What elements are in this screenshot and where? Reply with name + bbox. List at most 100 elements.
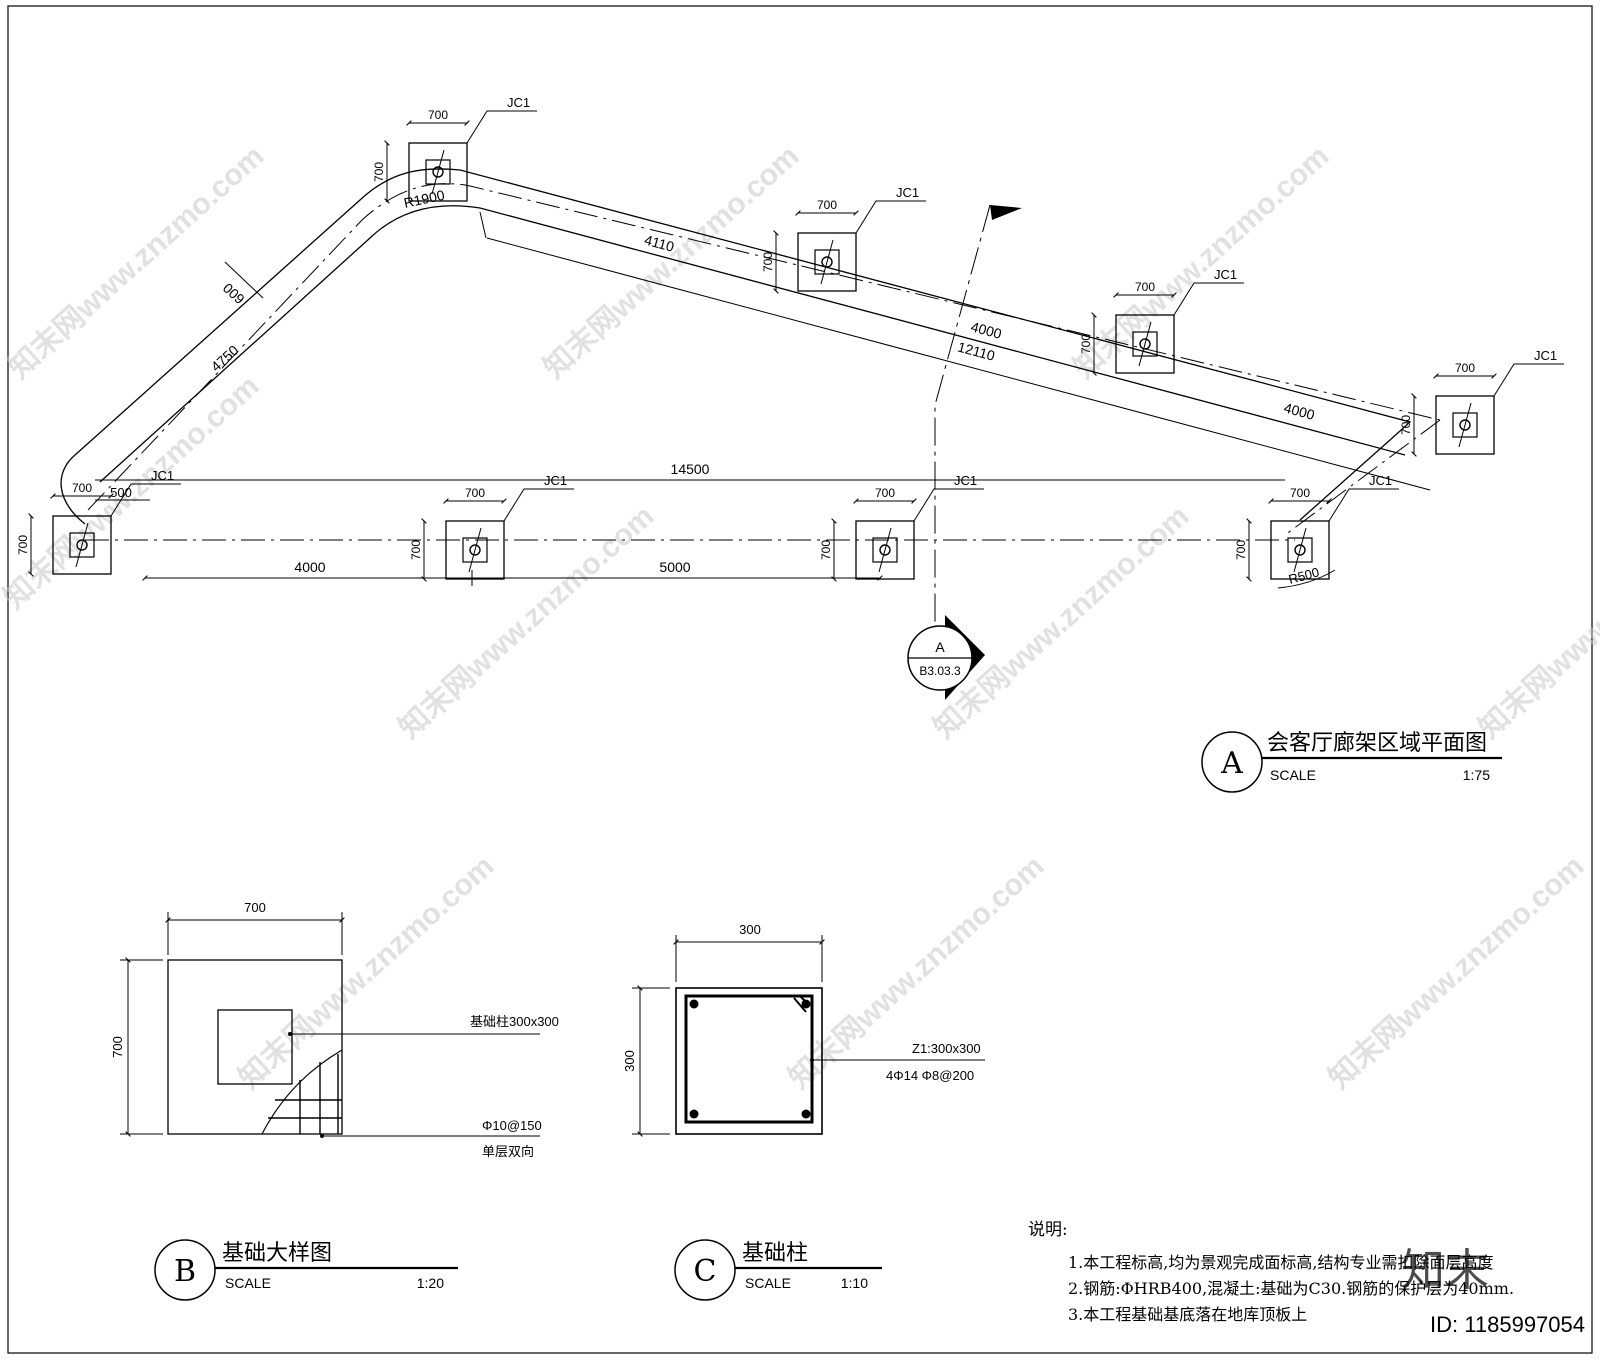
footing-dim-h: 700	[409, 540, 423, 560]
footing-tag: JC1	[896, 185, 919, 200]
footing-dim-w: 700	[1455, 361, 1475, 375]
footing-tag: JC1	[954, 473, 977, 488]
footing-dim-h: 700	[1234, 540, 1248, 560]
watermark-text: 知末网www.znzmo.com	[233, 849, 501, 1095]
footing-dim-h: 700	[819, 540, 833, 560]
footing-dim-w: 700	[428, 108, 448, 122]
watermarks: 知末网www.znzmo.com 知末网www.znzmo.com 知末网www…	[0, 139, 1600, 1095]
dim-4110: 4110	[643, 232, 676, 255]
footing-dim-h: 700	[372, 162, 386, 182]
footing-dim-w: 700	[465, 486, 485, 500]
dim-ext	[479, 211, 487, 239]
plan-scale-label: SCALE	[1270, 767, 1316, 783]
detail-b-dim-w: 700	[244, 900, 266, 915]
detail-c-dim-w: 300	[739, 922, 761, 937]
footing-jc1: 700 700 JC1	[1234, 473, 1399, 582]
detail-c-title: 基础柱	[742, 1241, 808, 1266]
column-outline	[217, 1009, 293, 1085]
plan-title-block: A 会客厅廊架区域平面图 SCALE 1:75	[1201, 731, 1502, 793]
detail-b-scale: 1:20	[417, 1275, 444, 1291]
section-ref: B3.03.3	[919, 664, 961, 678]
footing-dim-w: 700	[817, 198, 837, 212]
plan-title: 会客厅廊架区域平面图	[1267, 731, 1487, 756]
footing-dim-w: 700	[1290, 486, 1310, 500]
detail-c: 300 300 Z1:300x300 4Φ14 Φ8@200 C 基础柱 SCA…	[622, 922, 985, 1301]
beam-inner-line	[99, 205, 1406, 483]
detail-b-letter: B	[174, 1254, 196, 1289]
detail-b-dim-h: 700	[110, 1036, 125, 1058]
detail-c-scale-label: SCALE	[745, 1275, 791, 1291]
sheet-border	[7, 5, 1593, 1354]
watermark-text: 知末网www.znzmo.com	[1323, 849, 1591, 1095]
footing-dim-w: 700	[72, 481, 92, 495]
footing-tag: JC1	[1534, 348, 1557, 363]
footing-jc1: 700 700 JC1	[1399, 348, 1564, 457]
footing-tag: JC1	[151, 468, 174, 483]
detail-b-title: 基础大样图	[222, 1241, 332, 1266]
dim-600: 600	[219, 280, 247, 308]
detail-c-col-label: Z1:300x300	[912, 1041, 981, 1056]
detail-c-dim-h: 300	[622, 1050, 637, 1072]
footing-tag: JC1	[1369, 473, 1392, 488]
watermark-id: ID: 1185997054	[1430, 1312, 1585, 1337]
dim-500: 500	[110, 485, 132, 500]
watermark-text: 知末网www.znzmo.com	[393, 499, 661, 745]
detail-b-rebar-note: 单层双向	[482, 1144, 534, 1159]
dim-line-12110	[486, 237, 1431, 491]
radius-arc	[1277, 569, 1336, 589]
section-cut-flag	[990, 205, 1022, 220]
main-bars	[689, 999, 811, 1119]
dim-4000-diag-1: 4000	[969, 318, 1003, 342]
footing-dim-w: 700	[1135, 280, 1155, 294]
notes-heading: 说明:	[1028, 1220, 1068, 1240]
detail-b-column-label: 基础柱300x300	[470, 1014, 559, 1029]
footing-dim-h: 700	[1079, 334, 1093, 354]
stirrup-hook	[793, 995, 811, 1013]
note-item: 2.钢筋:ΦHRB400,混凝土:基础为C30.钢筋的保护层为40mm.	[1068, 1279, 1514, 1298]
dim-12110: 12110	[956, 339, 997, 364]
footing-jc1: 700 700 JC1	[372, 95, 537, 204]
watermark-text: 知末网www.znzmo.com	[1068, 139, 1336, 385]
dim-line-600	[224, 261, 264, 299]
footing-jc1: 700 700 JC1	[761, 185, 926, 294]
detail-c-letter: C	[694, 1254, 717, 1289]
detail-b: 700 700 基础柱300x300 Φ10@150 单层双向 B 基础大样图 …	[110, 900, 559, 1301]
rebar-grid	[268, 1054, 342, 1134]
footing-jc1: 700 700 JC1	[1079, 267, 1244, 376]
dim-4000-bottom: 4000	[294, 559, 325, 575]
watermark-text: 知末网www.znzmo.com	[1473, 499, 1600, 745]
section-cut-line	[934, 204, 991, 640]
footing-tag: JC1	[544, 473, 567, 488]
dim-5000: 5000	[659, 559, 690, 575]
dim-14500: 14500	[671, 461, 710, 477]
notes: 说明: 1.本工程标高,均为景观完成面标高,结构专业需扣除面层高度 2.钢筋:Φ…	[1028, 1220, 1514, 1324]
footing-tag: JC1	[1214, 267, 1237, 282]
plan-title-letter: A	[1220, 746, 1243, 781]
plan-view: 14500 4000 5000 500 600 4750 R1900 4110 …	[16, 95, 1564, 793]
footing-jc1: 700 700 JC1	[16, 468, 181, 577]
footing-pad	[167, 959, 343, 1135]
footings: 700700JC1700700JC1700700JC1700700JC17007…	[16, 95, 1564, 582]
detail-b-rebar-label: Φ10@150	[482, 1118, 542, 1133]
footing-dim-h: 700	[761, 252, 775, 272]
footing-jc1: 700 700 JC1	[409, 473, 574, 582]
dim-4000-diag-2: 4000	[1282, 399, 1316, 423]
detail-c-rebar-label: 4Φ14 Φ8@200	[886, 1068, 974, 1083]
watermark-text: 知末网www.znzmo.com	[928, 499, 1196, 745]
note-item: 1.本工程标高,均为景观完成面标高,结构专业需扣除面层高度	[1068, 1253, 1493, 1272]
footing-dim-h: 700	[1399, 415, 1413, 435]
stirrup	[684, 994, 814, 1124]
footing-tag: JC1	[507, 95, 530, 110]
note-item: 3.本工程基础基底落在地库顶板上	[1068, 1305, 1307, 1324]
section-letter: A	[935, 639, 945, 655]
footing-dim-h: 700	[16, 535, 30, 555]
plan-scale: 1:75	[1463, 767, 1490, 783]
detail-b-scale-label: SCALE	[225, 1275, 271, 1291]
column-section	[675, 987, 823, 1135]
detail-c-scale: 1:10	[841, 1275, 868, 1291]
watermark-logo: 知末	[1401, 1246, 1489, 1295]
section-mark-a: A B3.03.3	[907, 615, 985, 700]
